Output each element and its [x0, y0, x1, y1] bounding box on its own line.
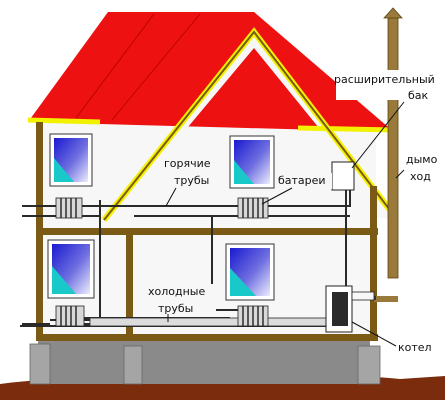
roof-trim: [27, 117, 101, 125]
cold-pipe-fill: [89, 317, 331, 327]
hot-pipes-label-line2: трубы: [174, 174, 209, 187]
window-upper-left: [49, 133, 93, 187]
roof-seam: [111, 13, 201, 121]
expansion-tank-label-line2: бак: [408, 89, 429, 102]
timber-frame: [36, 122, 378, 341]
expansion-tank-icon: [331, 161, 355, 191]
cold-pipes-label-line2: трубы: [158, 302, 193, 315]
chimney-leader: [395, 169, 405, 179]
boiler-label: котел: [398, 341, 432, 354]
foundation-post-left: [29, 343, 51, 385]
cold-pipes-label-line1: холодные: [148, 285, 205, 298]
foundation-post-middle: [123, 345, 143, 385]
hot-pipes-label-line1: горячие: [164, 157, 211, 170]
roof-seam: [75, 13, 155, 119]
boiler-flue: [351, 291, 375, 301]
roof-trim: [297, 125, 395, 133]
gable-beam: [103, 30, 397, 221]
expansion-tank-leader: [351, 101, 405, 169]
window-upper-right: [229, 135, 275, 189]
boiler-leader: [351, 321, 397, 347]
expansion-tank-label-line1: расширительный: [334, 73, 435, 86]
radiator-icon: [237, 305, 269, 327]
foundation: [38, 338, 370, 384]
hot-pipes-leader: [165, 187, 177, 207]
chimney-connector: [374, 296, 398, 302]
chimney-cap-icon: [383, 7, 403, 19]
chimney-label-line1: дымо: [406, 153, 438, 166]
window-lower-right: [225, 243, 275, 301]
window-lower-left: [47, 239, 95, 299]
radiator-icon: [237, 197, 269, 219]
radiator-icon: [55, 305, 85, 327]
foundation-post-right: [357, 345, 381, 385]
radiator-icon: [55, 197, 83, 219]
chimney-pipe: [387, 17, 399, 279]
boiler-icon: [325, 285, 353, 333]
radiators-leader: [261, 187, 293, 205]
radiators-label: батареи: [278, 174, 326, 187]
chimney-label-line2: ход: [410, 170, 431, 183]
